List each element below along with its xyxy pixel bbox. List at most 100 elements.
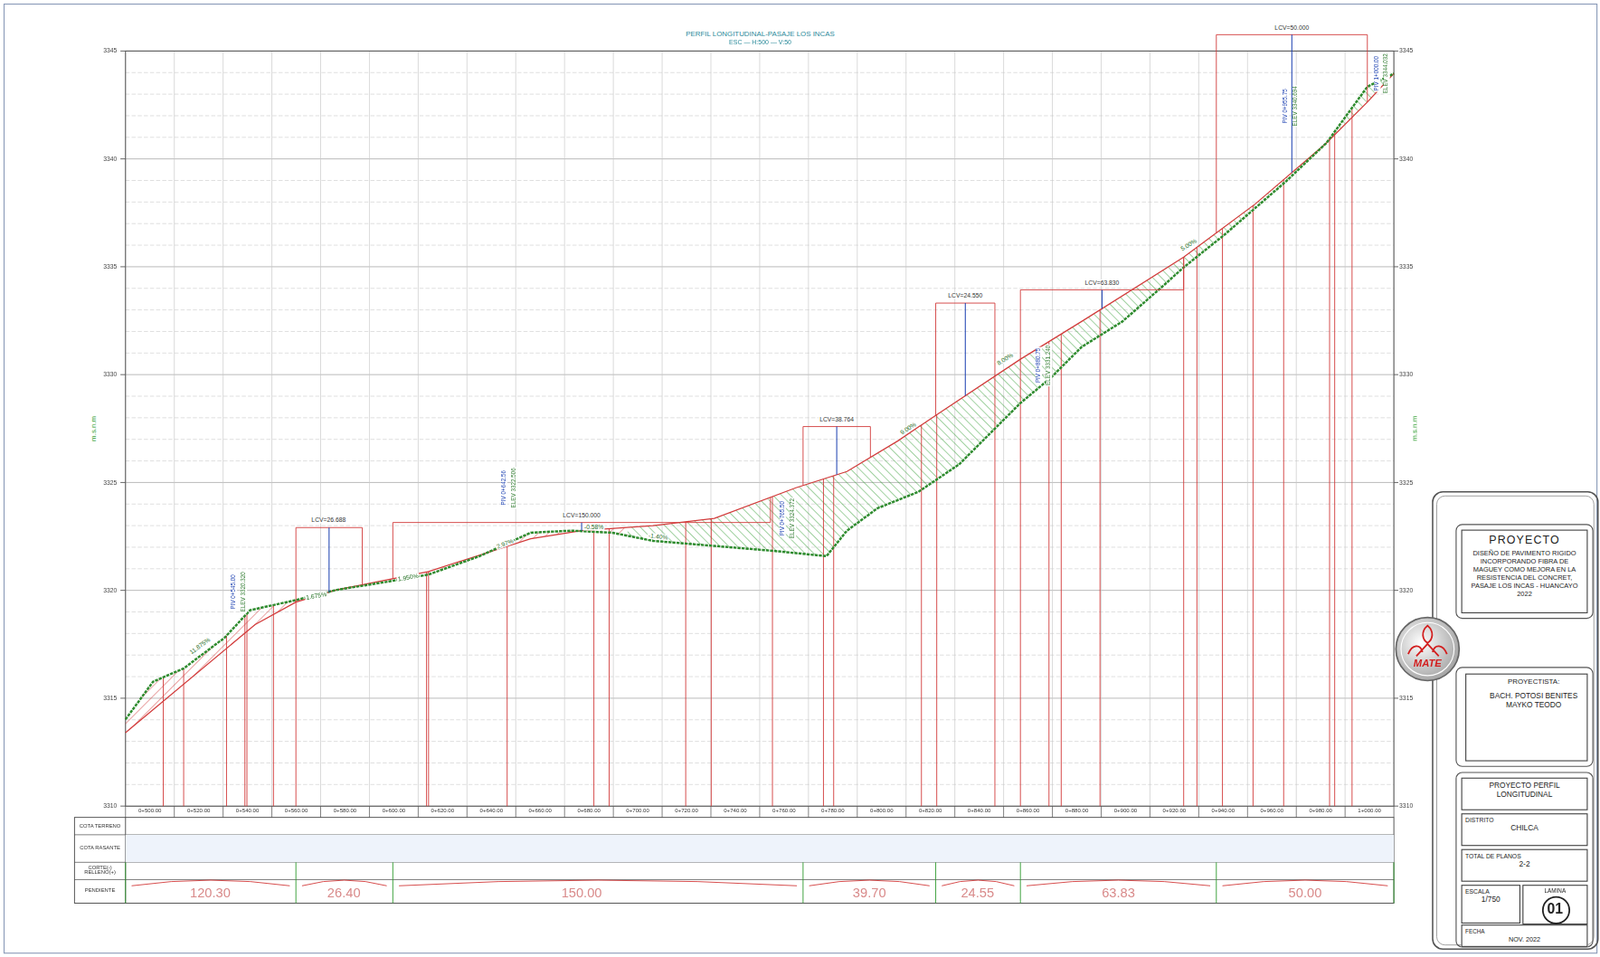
curve-length: LCV=38.764 (818, 416, 855, 423)
station-label: 0+960.00 (1259, 808, 1285, 815)
station-line (1351, 107, 1353, 806)
box-text: 01 (1525, 894, 1585, 921)
station-line (1252, 205, 1254, 806)
grade-divider (295, 861, 297, 903)
station-tick (564, 805, 566, 817)
grid-line (466, 50, 468, 806)
station-tick (1393, 805, 1395, 817)
grade-line (125, 73, 1394, 733)
logo-figure (1408, 643, 1448, 657)
piv-label: ELEV 3324.372 (789, 497, 796, 540)
station-line (1099, 310, 1101, 807)
grade-arc (941, 880, 1014, 886)
grid-line (1149, 50, 1151, 806)
fill-hatch (125, 73, 628, 733)
station-tick (905, 805, 907, 817)
axis-tick (120, 697, 126, 699)
station-tick (466, 805, 468, 817)
station-label: 0+740.00 (722, 808, 748, 815)
box-heading: PROYECTO (1465, 533, 1584, 548)
box-heading: PROYECTISTA: (1469, 677, 1584, 686)
axis-tick (120, 374, 126, 376)
drawing-title: PERFIL LONGITUDINAL-PASAJE LOS INCAS (683, 29, 837, 38)
grid-line (807, 50, 809, 806)
curve-bracket (392, 497, 770, 579)
grade-arc (1026, 880, 1211, 886)
logo-ring (1395, 617, 1459, 682)
grid-line (1003, 50, 1004, 806)
station-tick (1296, 805, 1298, 817)
station-tick (173, 805, 175, 817)
station-line (506, 543, 508, 806)
station-tick (662, 805, 663, 817)
box-heading: TOTAL DE PLANOS (1465, 852, 1584, 861)
station-line (162, 677, 164, 807)
station-label: 0+780.00 (820, 808, 846, 815)
scale-note: ESC — H:500 — V:50 (728, 39, 793, 47)
box-heading: FECHA (1465, 928, 1584, 937)
table-header: CORTE(-) RELLENO(+) (75, 864, 124, 876)
station-label: 0+580.00 (332, 808, 359, 815)
grid-line (1296, 50, 1298, 806)
slope-label: 1.950% (396, 572, 420, 583)
grade-length: 26.40 (326, 885, 362, 900)
station-tick (710, 805, 712, 817)
grid-line (271, 50, 273, 806)
station-tick (1149, 805, 1151, 817)
grade-length: 150.00 (560, 885, 604, 900)
station-tick (954, 805, 956, 817)
grade-arc (302, 880, 388, 886)
station-label: 0+660.00 (527, 808, 553, 815)
station-tick (1198, 805, 1200, 817)
station-tick (369, 805, 370, 817)
station-line (426, 571, 427, 806)
sheet-number-circle: LAMINA01 (1522, 884, 1588, 925)
station-line (246, 613, 248, 806)
curve-length: LCV=24.550 (946, 293, 984, 300)
grid-line (564, 50, 566, 806)
station-tick (320, 805, 322, 817)
station-tick (613, 805, 615, 817)
slope-label: -0.58% (583, 524, 606, 531)
grade-divider (392, 861, 394, 903)
grid-line (417, 50, 419, 806)
elevation-label: 3325 (102, 479, 118, 486)
table-header: COTA RASANTE (75, 844, 124, 851)
logo-shape (1393, 615, 1461, 682)
grid-line (320, 50, 322, 806)
station-tick (856, 805, 858, 817)
axis-tick (120, 265, 126, 267)
axis-tick (120, 589, 126, 591)
elevation-label: 3320 (102, 586, 118, 594)
grade-length: 120.30 (189, 885, 232, 900)
station-line (273, 605, 275, 806)
axis-unit: m.s.n.m (90, 415, 98, 443)
grid-line (662, 50, 663, 806)
box-heading: MATE (1396, 657, 1458, 671)
station-label: 0+840.00 (966, 808, 993, 815)
sheet-name-box: PROYECTO PERFIL LONGITUDINAL (1461, 777, 1589, 811)
station-label: 0+500.00 (137, 808, 163, 815)
grid-line (758, 50, 760, 806)
elevation-label: 3310 (1398, 803, 1414, 810)
designer-box: PROYECTISTA: BACH. POTOSI BENITES MAYKO T… (1465, 673, 1588, 762)
grid-line (1247, 50, 1249, 806)
plot-frame (125, 50, 1394, 806)
grid-line (515, 50, 517, 806)
station-line (244, 615, 246, 807)
station-line (833, 475, 834, 806)
station-label: 0+980.00 (1307, 808, 1334, 815)
grade-arc (132, 880, 291, 886)
station-label: 0+940.00 (1210, 808, 1236, 815)
logo-figure (1422, 625, 1432, 644)
station-tick (271, 805, 273, 817)
grid-line (613, 50, 615, 806)
grade-divider (1393, 861, 1395, 903)
station-tick (417, 805, 419, 817)
station-label: 0+860.00 (1015, 808, 1042, 815)
station-line (936, 414, 938, 806)
grade-length: 39.70 (852, 885, 888, 900)
box-text: BACH. POTOSI BENITES MAYKO TEODO (1469, 691, 1584, 711)
station-tick (807, 805, 809, 817)
box-text: 2-2 (1465, 860, 1584, 870)
